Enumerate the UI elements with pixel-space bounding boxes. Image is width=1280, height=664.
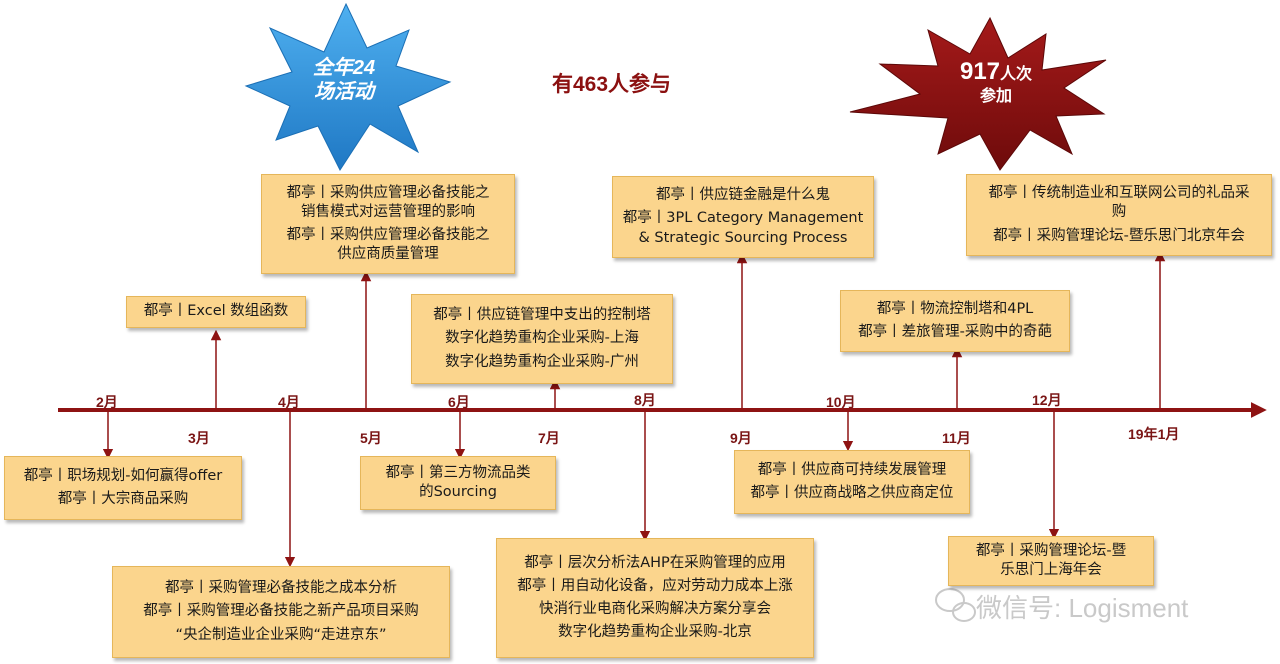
event-item: “央企制造业企业采购“走进京东” xyxy=(175,626,387,643)
activity-count-badge: 全年24 场活动 xyxy=(294,56,394,104)
event-item: 都亭丨层次分析法AHP在采购管理的应用 xyxy=(524,554,786,571)
month-label-jul: 7月 xyxy=(538,430,560,446)
event-item: 快消行业电商化采购解决方案分享会 xyxy=(539,601,771,617)
badge-line-2: 参加 xyxy=(979,87,1012,105)
event-item: 都亭丨采购供应管理必备技能之 供应商质量管理 xyxy=(286,227,490,263)
month-label-sep: 9月 xyxy=(730,430,752,446)
event-box-sep: 都亭丨供应链金融是什么鬼 都亭丨3PL Category Management … xyxy=(612,176,874,258)
event-item: 都亭丨采购管理必备技能之新产品项目采购 xyxy=(143,603,419,620)
event-item: 数字化趋势重构企业采购-广州 xyxy=(445,353,639,370)
event-box-jan19: 都亭丨传统制造业和互联网公司的礼品采 购 都亭丨采购管理论坛-暨乐思门北京年会 xyxy=(966,174,1272,256)
event-item: 都亭丨用自动化设备，应对劳动力成本上涨 xyxy=(517,577,793,594)
event-item: 都亭丨差旅管理-采购中的奇葩 xyxy=(858,324,1052,340)
starburst-red-icon xyxy=(849,16,1107,171)
month-label-jan19: 19年1月 xyxy=(1128,426,1180,442)
event-box-mar: 都亭丨Excel 数组函数 xyxy=(126,296,306,328)
event-box-nov: 都亭丨物流控制塔和4PL 都亭丨差旅管理-采购中的奇葩 xyxy=(840,290,1070,352)
event-item: 都亭丨物流控制塔和4PL xyxy=(876,300,1034,317)
event-box-jul: 都亭丨供应链管理中支出的控制塔 数字化趋势重构企业采购-上海 数字化趋势重构企业… xyxy=(411,294,673,384)
badge-line-2: 场活动 xyxy=(314,81,374,103)
month-label-dec: 12月 xyxy=(1032,392,1062,408)
headline: 有463人参与 xyxy=(552,73,672,96)
event-item: 都亭丨职场规划-如何赢得offer xyxy=(23,467,223,484)
event-item: 都亭丨采购供应管理必备技能之 销售模式对运营管理的影响 xyxy=(286,184,490,220)
participation-badge: 917人次 参加 xyxy=(936,58,1056,106)
event-item: 都亭丨供应链管理中支出的控制塔 xyxy=(433,307,651,324)
month-label-apr: 4月 xyxy=(278,394,300,410)
month-label-may: 5月 xyxy=(360,430,382,446)
wechat-icon xyxy=(935,588,976,622)
event-box-may: 都亭丨采购供应管理必备技能之 销售模式对运营管理的影响 都亭丨采购供应管理必备技… xyxy=(261,174,515,274)
event-item: 都亭丨3PL Category Management & Strategic S… xyxy=(622,210,864,246)
event-item: 都亭丨第三方物流品类 的Sourcing xyxy=(385,464,531,500)
event-item: 都亭丨供应商战略之供应商定位 xyxy=(750,485,954,501)
event-item: 都亭丨采购管理论坛-暨乐思门北京年会 xyxy=(993,227,1245,244)
badge-number: 917 xyxy=(959,58,1001,85)
event-item: 都亭丨供应商可持续发展管理 xyxy=(757,461,947,478)
event-box-apr: 都亭丨采购管理必备技能之成本分析 都亭丨采购管理必备技能之新产品项目采购 “央企… xyxy=(112,566,450,658)
watermark: 微信号: Logisment xyxy=(976,593,1189,623)
event-item: 都亭丨Excel 数组函数 xyxy=(143,303,289,320)
event-item: 数字化趋势重构企业采购-上海 xyxy=(445,330,639,347)
event-item: 都亭丨传统制造业和互联网公司的礼品采 购 xyxy=(988,185,1250,221)
month-label-aug: 8月 xyxy=(634,392,656,408)
starburst-blue-icon xyxy=(244,2,452,172)
month-label-oct: 10月 xyxy=(826,394,856,410)
month-label-nov: 11月 xyxy=(942,430,971,446)
event-item: 都亭丨采购管理论坛-暨 乐思门上海年会 xyxy=(975,542,1127,578)
event-box-feb: 都亭丨职场规划-如何赢得offer 都亭丨大宗商品采购 xyxy=(4,456,242,520)
month-label-mar: 3月 xyxy=(188,430,210,446)
month-label-jun: 6月 xyxy=(448,394,470,410)
event-box-oct: 都亭丨供应商可持续发展管理 都亭丨供应商战略之供应商定位 xyxy=(734,450,970,514)
event-box-dec: 都亭丨采购管理论坛-暨 乐思门上海年会 xyxy=(948,536,1154,586)
badge-unit: 人次 xyxy=(1000,66,1033,83)
event-box-jun: 都亭丨第三方物流品类 的Sourcing xyxy=(360,456,556,510)
event-item: 都亭丨大宗商品采购 xyxy=(57,491,189,507)
month-label-feb: 2月 xyxy=(96,394,118,410)
event-box-aug: 都亭丨层次分析法AHP在采购管理的应用 都亭丨用自动化设备，应对劳动力成本上涨 … xyxy=(496,538,814,658)
event-item: 都亭丨采购管理必备技能之成本分析 xyxy=(165,580,397,597)
event-item: 都亭丨供应链金融是什么鬼 xyxy=(656,187,830,204)
badge-line-1: 全年24 xyxy=(312,57,376,79)
event-item: 数字化趋势重构企业采购-北京 xyxy=(558,624,752,641)
